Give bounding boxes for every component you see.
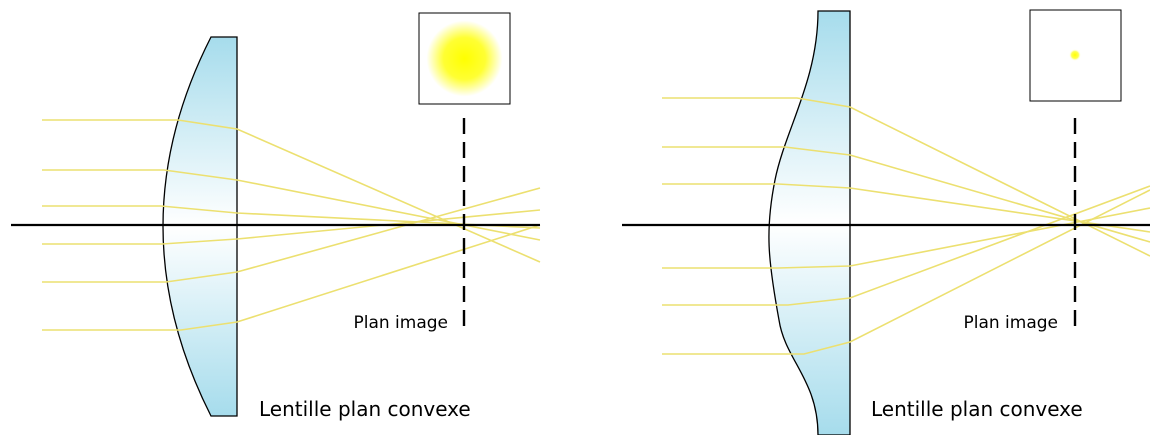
left-rays: [42, 119, 541, 331]
left-panel: Plan image Lentille plan convexe: [11, 12, 541, 421]
right-image-plane-label: Plan image: [963, 313, 1058, 333]
right-lens-caption: Lentille plan convexe: [871, 397, 1083, 421]
right-focus-spot: [1069, 49, 1081, 61]
left-lens-caption: Lentille plan convexe: [259, 397, 471, 421]
right-ray-3: [662, 183, 1150, 233]
right-panel: Plan image Lentille plan convexe: [622, 9, 1150, 435]
right-ray-4: [662, 207, 1150, 269]
left-ray-5: [42, 187, 541, 283]
right-ray-2: [662, 146, 1150, 243]
left-ray-1: [42, 119, 541, 263]
left-ray-2: [42, 169, 541, 241]
left-lens: [162, 36, 238, 417]
right-ray-5: [662, 185, 1150, 306]
right-ray-6: [662, 189, 1150, 355]
right-ray-1: [662, 97, 1150, 257]
right-lens: [768, 10, 851, 435]
left-ray-6: [42, 224, 541, 331]
left-ray-3: [42, 205, 541, 229]
left-focus-spot: [426, 20, 503, 97]
right-rays: [662, 97, 1150, 355]
left-image-plane-label: Plan image: [353, 313, 448, 333]
